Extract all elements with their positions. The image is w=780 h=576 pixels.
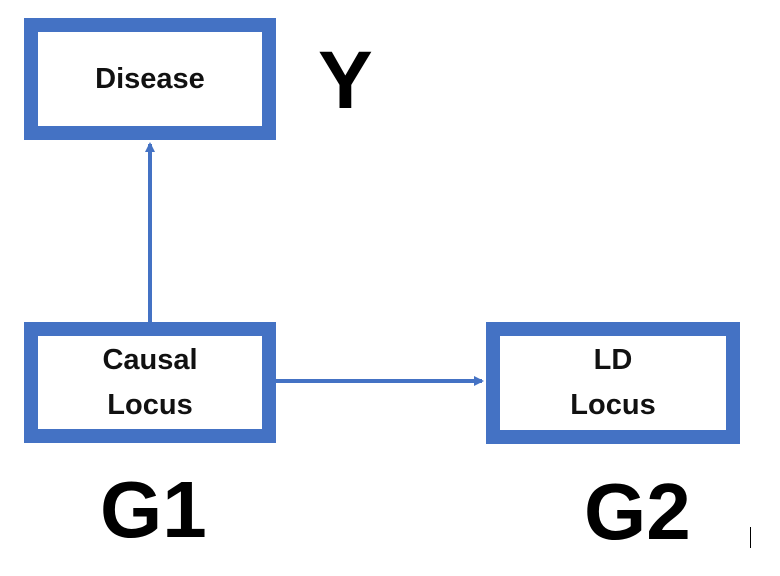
variable-label-g2: G2 xyxy=(584,467,691,556)
causal-locus-node: Causal Locus xyxy=(24,322,276,443)
causal-locus-line1: Causal xyxy=(102,343,198,376)
ld-locus-line1: LD xyxy=(593,344,633,376)
disease-node-label: Disease xyxy=(95,62,205,95)
text-cursor-mark xyxy=(750,527,751,548)
causal-locus-line2: Locus xyxy=(107,388,193,421)
ld-locus-line2: Locus xyxy=(570,389,656,421)
disease-node: Disease xyxy=(24,18,276,140)
variable-label-y: Y xyxy=(318,35,373,126)
variable-label-g1: G1 xyxy=(100,465,207,554)
ld-locus-node: LD Locus xyxy=(486,322,740,444)
